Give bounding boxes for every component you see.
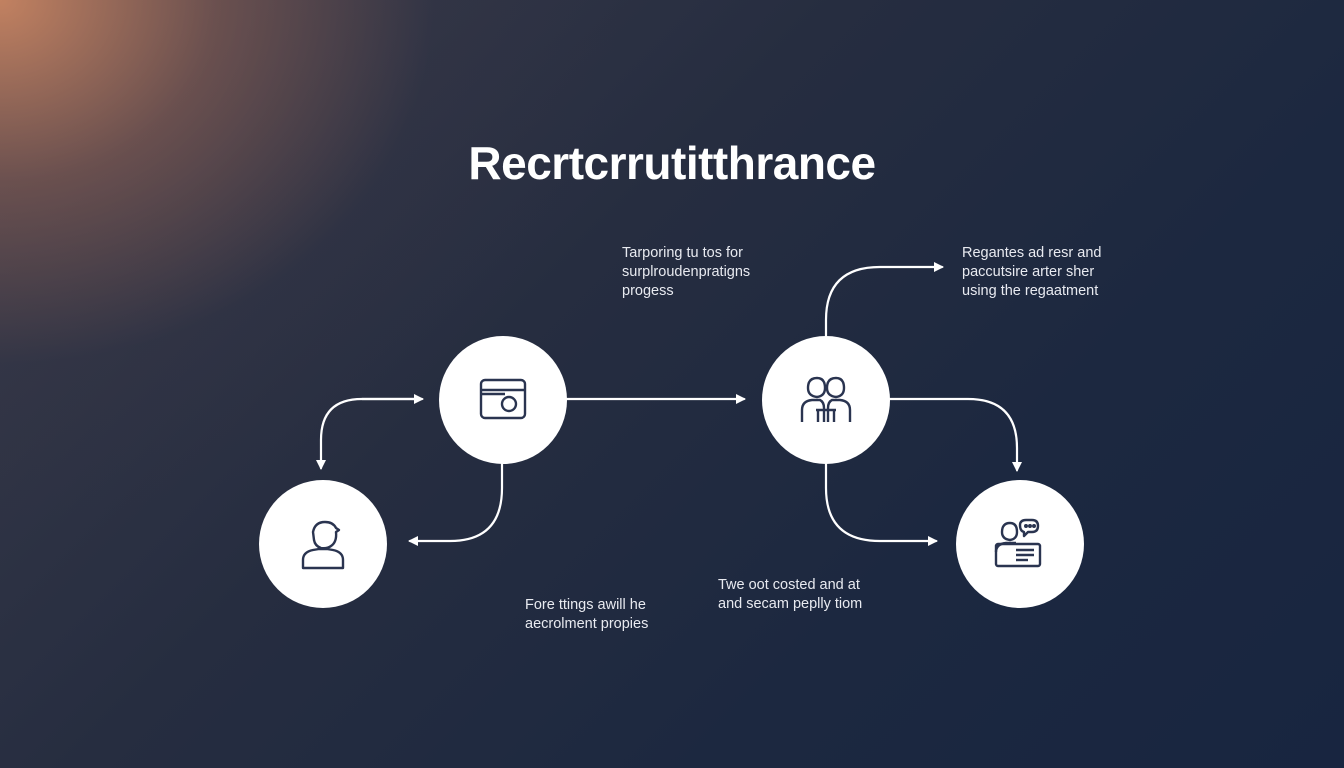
person-icon bbox=[301, 520, 345, 570]
node-screen bbox=[439, 336, 567, 464]
node-profile bbox=[259, 480, 387, 608]
node-chat bbox=[956, 480, 1084, 608]
two-people-icon bbox=[800, 376, 852, 422]
node-team bbox=[762, 336, 890, 464]
connector-screen-return bbox=[408, 462, 504, 546]
connector-to-profile bbox=[316, 397, 422, 470]
annotation-bottom-left: Fore ttings awill he aecrolment propies bbox=[525, 597, 649, 632]
annotation-bottom-middle: Twe oot costed and at and secam peplly t… bbox=[718, 577, 863, 612]
connector-team-down bbox=[824, 462, 938, 546]
connector-team-up bbox=[824, 262, 944, 338]
connector-team-to-chat bbox=[888, 397, 1022, 472]
annotation-top-right: Regantes ad resr and paccutsire arter sh… bbox=[962, 245, 1102, 299]
people-chat-icon bbox=[994, 518, 1042, 568]
camera-window-icon bbox=[479, 378, 527, 420]
annotation-top-middle: Tarporing tu tos for surplroudenpratigns… bbox=[622, 245, 751, 299]
diagram-title: Recrtcrrutitthrance bbox=[468, 137, 876, 189]
